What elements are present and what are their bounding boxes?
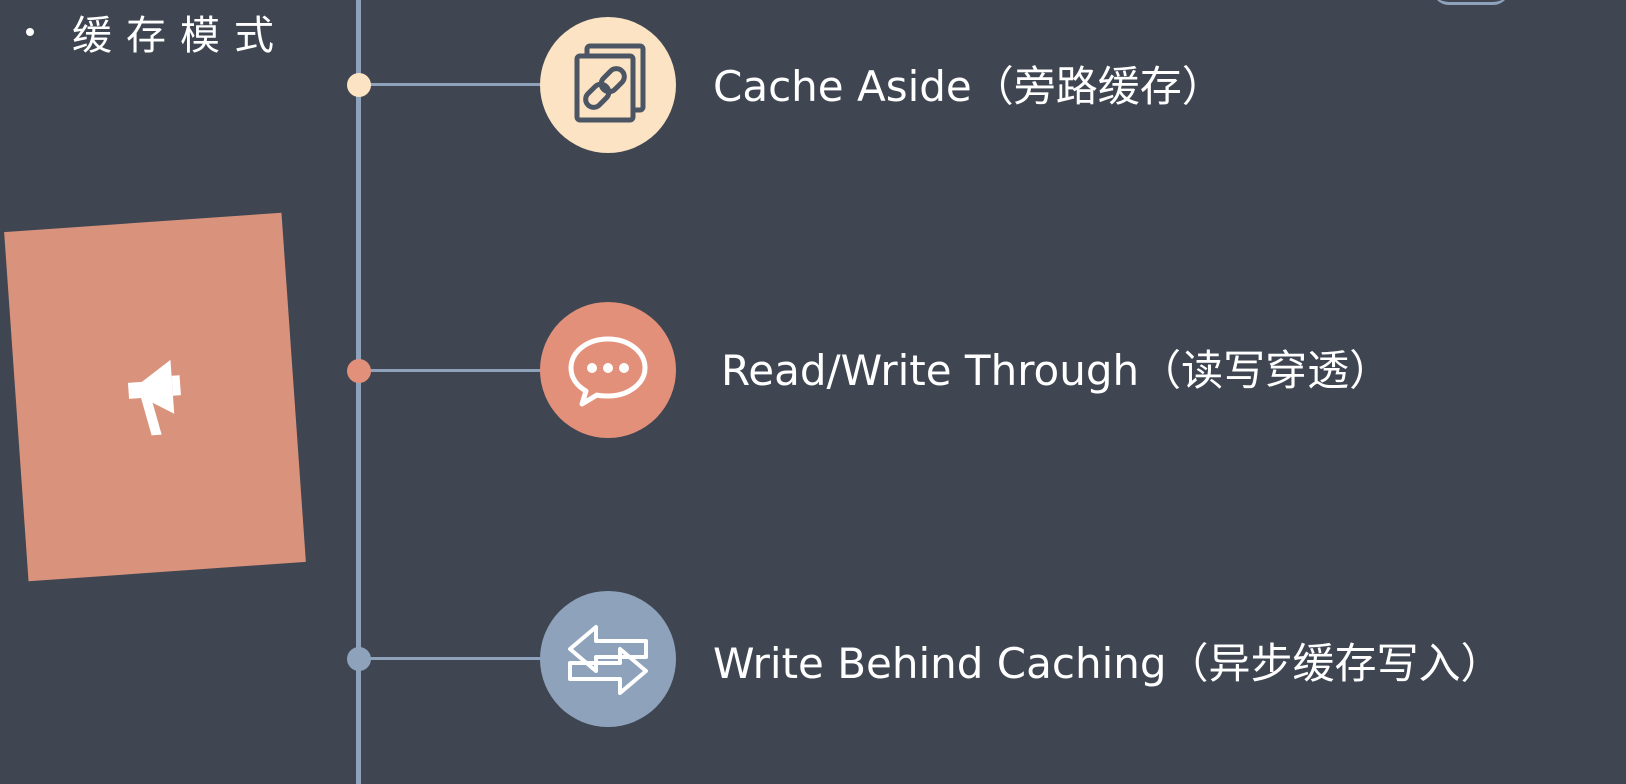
- megaphone-icon: [127, 359, 181, 436]
- chat-bubble-icon: [568, 336, 648, 407]
- timeline-node-write-behind: [347, 647, 371, 671]
- timeline-node-read-write-through: [347, 359, 371, 383]
- timeline-line: [356, 0, 361, 784]
- item-icon-circle: [540, 302, 676, 438]
- item-icon-circle: [540, 17, 676, 153]
- connector-cache-aside: [360, 83, 545, 86]
- item-icon-circle: [540, 591, 676, 727]
- decorative-card: [4, 212, 306, 582]
- item-label-cache-aside: Cache Aside（旁路缓存）: [713, 62, 1224, 111]
- partial-circle-decoration: [1432, 0, 1510, 5]
- connector-read-write-through: [360, 369, 545, 372]
- swap-arrows-icon: [568, 625, 648, 695]
- item-label-write-behind: Write Behind Caching（异步缓存写入）: [713, 639, 1503, 688]
- bullet-dot: [26, 28, 34, 36]
- section-heading: 缓存模式: [26, 4, 288, 60]
- section-heading-text: 缓存模式: [72, 13, 288, 59]
- timeline-node-cache-aside: [347, 73, 371, 97]
- link-icon: [574, 43, 646, 123]
- item-label-read-write-through: Read/Write Through（读写穿透）: [721, 346, 1392, 395]
- connector-write-behind: [360, 657, 545, 660]
